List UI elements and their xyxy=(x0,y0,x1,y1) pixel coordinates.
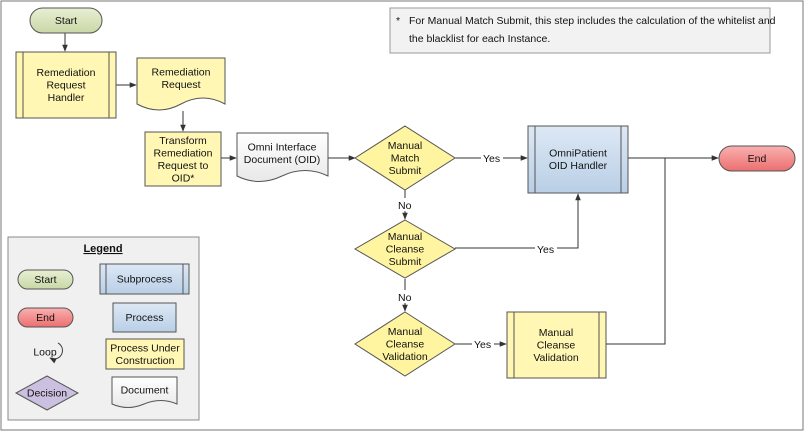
edge-cleanse-submit-omnipatient xyxy=(455,193,581,249)
footnote-box: * For Manual Match Submit, this step inc… xyxy=(389,7,776,54)
legend-decision: Decision xyxy=(14,375,80,411)
label-line: End xyxy=(36,312,55,324)
label-line: Validation xyxy=(533,352,578,364)
node-start: Start xyxy=(29,7,103,34)
edge-process-merge xyxy=(606,158,666,345)
label-line: Request xyxy=(46,80,85,92)
label-line: Handler xyxy=(48,92,85,104)
label-line: Document xyxy=(121,385,169,397)
label-line: Manual xyxy=(388,326,422,338)
edge-labels: Yes No Yes No Yes xyxy=(396,151,557,351)
edge-label-no-match: No xyxy=(398,200,412,212)
legend-loop: Loop xyxy=(33,342,63,364)
legend-document: Document xyxy=(111,376,178,408)
label-line: Remediation xyxy=(154,147,213,159)
edge-label-no-cleanse-submit: No xyxy=(398,292,412,304)
label-line: Process Under xyxy=(110,342,180,354)
node-start-label: Start xyxy=(55,15,77,27)
legend-start-label: Start xyxy=(34,274,56,286)
legend-end: End xyxy=(17,307,74,328)
legend-subprocess-label: Subprocess xyxy=(117,274,172,286)
label-line: End xyxy=(748,153,767,165)
node-end-label: End xyxy=(748,153,767,165)
label-line: Manual xyxy=(388,140,422,152)
edge-label-yes-match: Yes xyxy=(483,153,500,165)
label-line: Omni Interface xyxy=(248,141,317,153)
legend: Legend Start Subprocess End Process Loop… xyxy=(7,236,200,421)
label-line: OID* xyxy=(172,172,195,184)
label-line: Subprocess xyxy=(117,274,172,286)
label-line: Start xyxy=(55,15,77,27)
label-line: Start xyxy=(34,274,56,286)
label-line: Construction xyxy=(116,355,175,367)
label-line: Manual xyxy=(539,327,573,339)
label-line: Submit xyxy=(389,256,422,268)
legend-title: Legend xyxy=(83,243,122,255)
label-line: OmniPatient xyxy=(549,147,607,159)
label-line: Decision xyxy=(27,388,67,400)
legend-document-label: Document xyxy=(121,385,169,397)
legend-subprocess: Subprocess xyxy=(99,263,190,295)
label-line: Document (OID) xyxy=(244,154,320,166)
label-line: Transform xyxy=(159,135,207,147)
legend-process: Process xyxy=(112,302,177,333)
legend-decision-label: Decision xyxy=(27,388,67,400)
loop-arrow-icon xyxy=(49,342,63,364)
label-line: Cleanse xyxy=(386,339,425,351)
label-line: Submit xyxy=(389,165,422,177)
legend-start: Start xyxy=(17,269,74,290)
label-line: Remediation xyxy=(152,66,211,78)
edge-label-yes-validation: Yes xyxy=(474,339,491,351)
label-line: Cleanse xyxy=(537,340,576,352)
footnote-line-1: For Manual Match Submit, this step inclu… xyxy=(409,15,776,27)
legend-end-label: End xyxy=(36,312,55,324)
label-line: Cleanse xyxy=(386,244,425,256)
label-line: Request xyxy=(161,79,200,91)
label-line: Match xyxy=(391,153,420,165)
footnote-marker: * xyxy=(396,15,400,27)
label-line: OID Handler xyxy=(549,160,608,172)
edge-label-yes-cleanse-submit: Yes xyxy=(537,244,554,256)
label-line: Loop xyxy=(33,347,57,359)
label-line: Process xyxy=(126,312,164,324)
label-line: Validation xyxy=(382,351,427,363)
label-line: Manual xyxy=(388,231,422,243)
label-line: Request to xyxy=(158,160,209,172)
footnote-line-2: the blacklist for each Instance. xyxy=(409,33,550,45)
label-line: Remediation xyxy=(37,67,96,79)
legend-loop-label: Loop xyxy=(33,347,57,359)
legend-process-label: Process xyxy=(126,312,164,324)
node-end: End xyxy=(718,145,796,172)
